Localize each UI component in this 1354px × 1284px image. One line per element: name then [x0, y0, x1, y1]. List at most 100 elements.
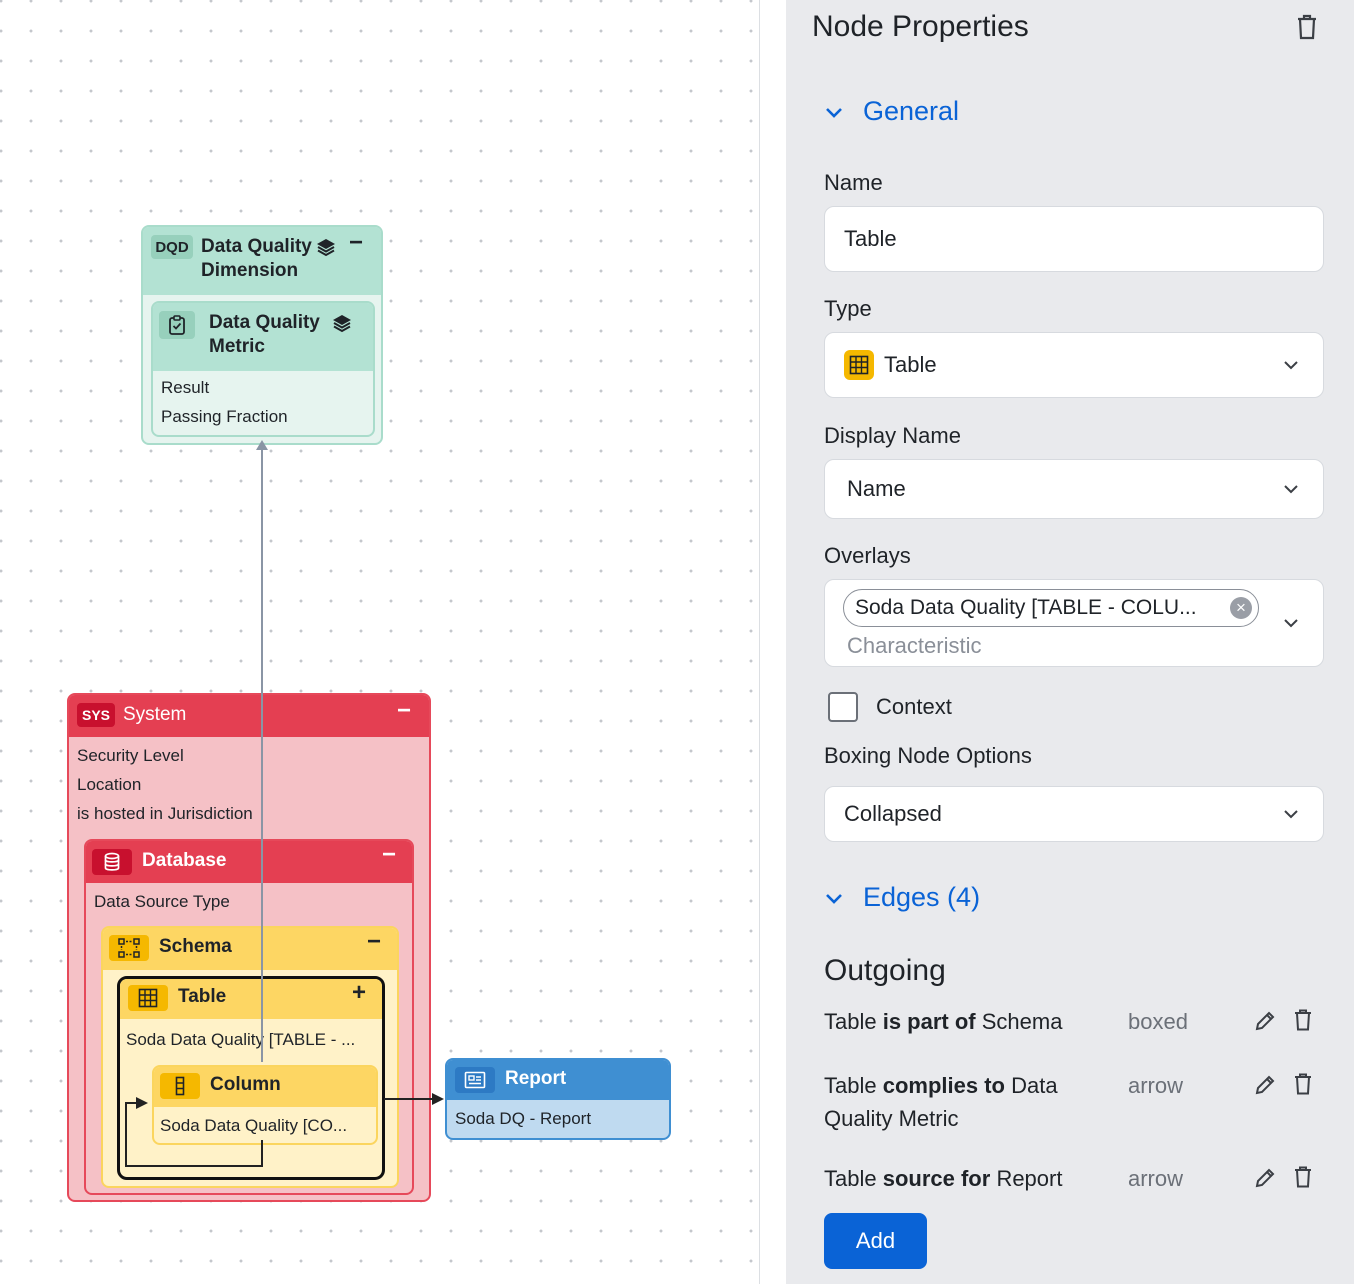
layers-icon: [317, 239, 335, 257]
pencil-icon[interactable]: [1254, 1074, 1276, 1096]
node-table[interactable]: Table + Soda Data Quality [TABLE - ... C…: [117, 976, 385, 1180]
node-title: Table: [178, 986, 227, 1007]
node-header: Database −: [86, 841, 412, 883]
arrow-head-icon: [432, 1093, 444, 1105]
edges-layer: [125, 440, 444, 1167]
edge-row: Table source for Report arrow: [824, 1162, 1344, 1202]
node-property: Soda Data Quality [TABLE - ...: [126, 1030, 356, 1049]
schema-icon: [109, 935, 149, 961]
chevron-down-icon: [1284, 810, 1298, 819]
type-select[interactable]: Table: [824, 332, 1324, 398]
node-data-quality-metric[interactable]: Data Quality Metric Result Passing Fract…: [151, 301, 375, 437]
column-icon: [160, 1073, 200, 1099]
edge-column-loop[interactable]: [125, 1102, 263, 1167]
node-header: DQD Data Quality Dimension −: [143, 227, 381, 295]
overlays-select[interactable]: Soda Data Quality [TABLE - COLU... × Cha…: [824, 579, 1324, 667]
node-property: Location: [77, 775, 142, 794]
node-property: Result: [161, 378, 210, 397]
node-title-line1: Data Quality: [201, 236, 312, 257]
collapse-toggle[interactable]: −: [349, 229, 364, 256]
layers-icon: [333, 315, 351, 333]
edge-source: Table: [824, 1073, 877, 1098]
node-title: Database: [142, 850, 227, 871]
name-field[interactable]: Table: [824, 206, 1324, 272]
pencil-icon[interactable]: [1254, 1167, 1276, 1189]
table-icon: [128, 985, 168, 1011]
node-header: Report: [447, 1060, 669, 1100]
context-label: Context: [876, 694, 952, 719]
edge-description: Table complies to Data Quality Metric: [824, 1069, 1104, 1135]
node-database[interactable]: Database − Data Source Type Schema −: [84, 839, 414, 1195]
display-name-value: Name: [847, 476, 906, 501]
display-name-select[interactable]: Name: [824, 459, 1324, 519]
expand-toggle[interactable]: +: [352, 979, 367, 1006]
edge-relation: is part of: [882, 1009, 976, 1034]
node-column[interactable]: Column Soda Data Quality [CO...: [152, 1065, 378, 1145]
type-label: Type: [824, 296, 872, 321]
node-header: Column: [154, 1067, 376, 1107]
chevron-down-icon: [1284, 485, 1298, 494]
type-value: Table: [884, 352, 937, 377]
node-title-line1: Data Quality: [209, 312, 320, 333]
section-edges-label: Edges (4): [863, 882, 981, 912]
node-properties-panel: Node Properties General Name Table Type …: [786, 0, 1354, 1284]
node-title-line2: Dimension: [201, 260, 299, 281]
node-report[interactable]: Report Soda DQ - Report: [445, 1058, 671, 1140]
collapse-toggle[interactable]: −: [397, 697, 412, 724]
edge-target: Schema: [981, 1009, 1063, 1034]
edge-relation: source for: [882, 1166, 991, 1191]
edge-description: Table source for Report: [824, 1162, 1104, 1195]
section-edges-toggle[interactable]: Edges (4): [824, 882, 980, 913]
panel-splitter[interactable]: [760, 0, 786, 1284]
outgoing-title: Outgoing: [824, 954, 946, 987]
node-data-quality-dimension[interactable]: DQD Data Quality Dimension − Data Qualit…: [141, 225, 383, 445]
chevron-down-icon: [826, 893, 842, 904]
context-checkbox[interactable]: [828, 692, 858, 722]
remove-chip-icon[interactable]: ×: [1230, 597, 1252, 619]
node-schema[interactable]: Schema − Table + Soda Data Quality [TABL…: [101, 926, 399, 1188]
overlays-placeholder: Characteristic: [847, 633, 982, 658]
node-header: SYS System −: [69, 695, 429, 737]
overlay-chip[interactable]: Soda Data Quality [TABLE - COLU... ×: [843, 589, 1259, 627]
chevron-down-icon: [1284, 619, 1298, 628]
arrow-head-icon: [136, 1097, 148, 1109]
pencil-icon[interactable]: [1254, 1010, 1276, 1032]
node-system[interactable]: SYS System − Security Level Location is …: [67, 693, 431, 1202]
node-title: Data Quality Dimension: [201, 235, 312, 283]
node-header: Data Quality Metric: [153, 303, 373, 371]
name-label: Name: [824, 170, 883, 195]
edge-relation: complies to: [882, 1073, 1005, 1098]
table-icon: [844, 350, 874, 380]
chevron-down-icon: [1284, 361, 1298, 370]
node-title: System: [123, 704, 187, 725]
section-general-toggle[interactable]: General: [824, 96, 959, 127]
section-general-label: General: [863, 96, 960, 126]
diagram-canvas[interactable]: DQD Data Quality Dimension − Data Qualit…: [0, 0, 760, 1284]
clipboard-check-icon: [159, 311, 195, 339]
collapse-toggle[interactable]: −: [382, 841, 397, 868]
trash-icon[interactable]: [1294, 1009, 1312, 1031]
sys-tag: SYS: [77, 703, 115, 727]
node-property: is hosted in Jurisdiction: [77, 804, 253, 823]
add-edge-button[interactable]: Add: [824, 1213, 927, 1269]
database-icon: [92, 849, 132, 875]
panel-title: Node Properties: [812, 10, 1029, 43]
node-property: Soda DQ - Report: [455, 1109, 592, 1128]
boxing-select[interactable]: Collapsed: [824, 786, 1324, 842]
edge-source: Table: [824, 1009, 877, 1034]
collapse-toggle[interactable]: −: [367, 928, 382, 955]
chevron-down-icon: [826, 107, 842, 118]
node-title: Report: [505, 1068, 567, 1089]
edge-kind: boxed: [1128, 1009, 1188, 1034]
node-title: Schema: [159, 936, 232, 957]
edge-kind: arrow: [1128, 1073, 1184, 1098]
report-icon: [455, 1067, 495, 1093]
trash-icon[interactable]: [1294, 1166, 1312, 1188]
display-name-label: Display Name: [824, 423, 961, 448]
node-property: Data Source Type: [94, 892, 230, 911]
edge-kind: arrow: [1128, 1166, 1184, 1191]
node-title-line2: Metric: [209, 336, 265, 357]
edge-source: Table: [824, 1166, 877, 1191]
trash-icon[interactable]: [1294, 1073, 1312, 1095]
trash-icon[interactable]: [1296, 14, 1318, 40]
